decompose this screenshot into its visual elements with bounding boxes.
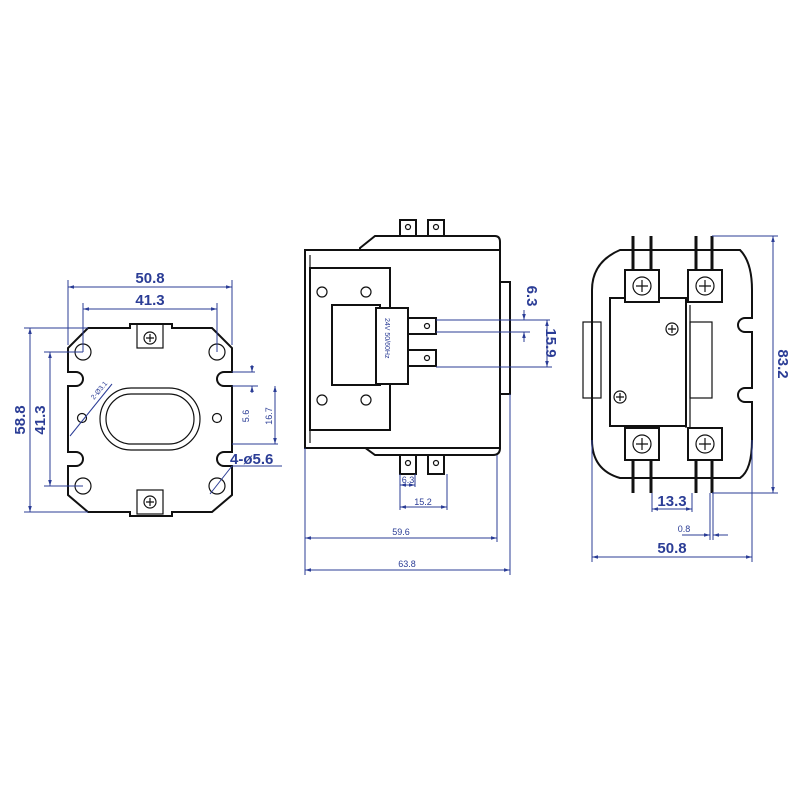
contact-cover xyxy=(609,297,687,427)
mounting-plate-edge xyxy=(499,281,511,395)
oval-opening-inner xyxy=(105,393,195,445)
terminal-width-label: 6.3 xyxy=(402,475,415,485)
terminal-wires xyxy=(631,236,714,493)
top-clamp xyxy=(136,323,164,349)
plate-height-label: 58.8 xyxy=(12,405,29,434)
slot-width-label: 5.6 xyxy=(241,410,251,423)
bottom-clamp xyxy=(136,489,164,515)
coil-terminal xyxy=(407,349,437,367)
coil-terminal-width-label: 6.3 xyxy=(523,286,540,307)
screw-icon xyxy=(143,495,157,509)
plate-width-label: 50.8 xyxy=(135,270,164,287)
coil-label-plate xyxy=(375,307,409,385)
plate-outline xyxy=(67,323,233,517)
screw-icon xyxy=(632,276,652,296)
screw-icon xyxy=(613,390,627,404)
terminal-spacing-label: 15.2 xyxy=(414,497,432,507)
side-plate xyxy=(582,321,602,399)
body-depth-label: 59.6 xyxy=(392,527,410,537)
mount-holes-label: 4-ø5.6 xyxy=(230,451,273,468)
front-view: 83.2 13.3 0.8 50.8 xyxy=(582,235,791,562)
bottom-plate-view: 50.8 41.3 58.8 41.3 2-Ø3.1 5.6 16.7 4-ø5… xyxy=(12,270,282,517)
overall-depth-label: 63.8 xyxy=(398,559,416,569)
screw-icon xyxy=(632,434,652,454)
front-height-label: 83.2 xyxy=(774,349,791,378)
coil-terminal-spacing-label: 15.9 xyxy=(542,328,559,357)
screw-icon xyxy=(695,276,715,296)
plate-hole-spacing-x-label: 41.3 xyxy=(135,292,164,309)
small-hole xyxy=(76,412,88,424)
screw-icon xyxy=(665,322,679,336)
side-view: 24V 50/60Hz 6.3 15.9 6.3 15.2 59.6 63.8 xyxy=(304,219,559,575)
side-plate xyxy=(689,321,713,399)
mount-hole xyxy=(208,477,226,495)
coil-rating-label: 24V 50/60Hz xyxy=(383,318,390,359)
oval-opening-outer xyxy=(99,387,201,451)
screw-icon xyxy=(143,331,157,345)
slot-spacing-label: 16.7 xyxy=(264,407,274,425)
plate-hole-spacing-y-label: 41.3 xyxy=(32,405,49,434)
front-terminal-spacing-label: 13.3 xyxy=(657,493,686,510)
terminal-thickness-label: 0.8 xyxy=(678,524,691,534)
coil-core xyxy=(331,304,381,386)
small-hole xyxy=(211,412,223,424)
coil-terminal xyxy=(407,317,437,335)
front-width-label: 50.8 xyxy=(657,540,686,557)
screw-icon xyxy=(695,434,715,454)
